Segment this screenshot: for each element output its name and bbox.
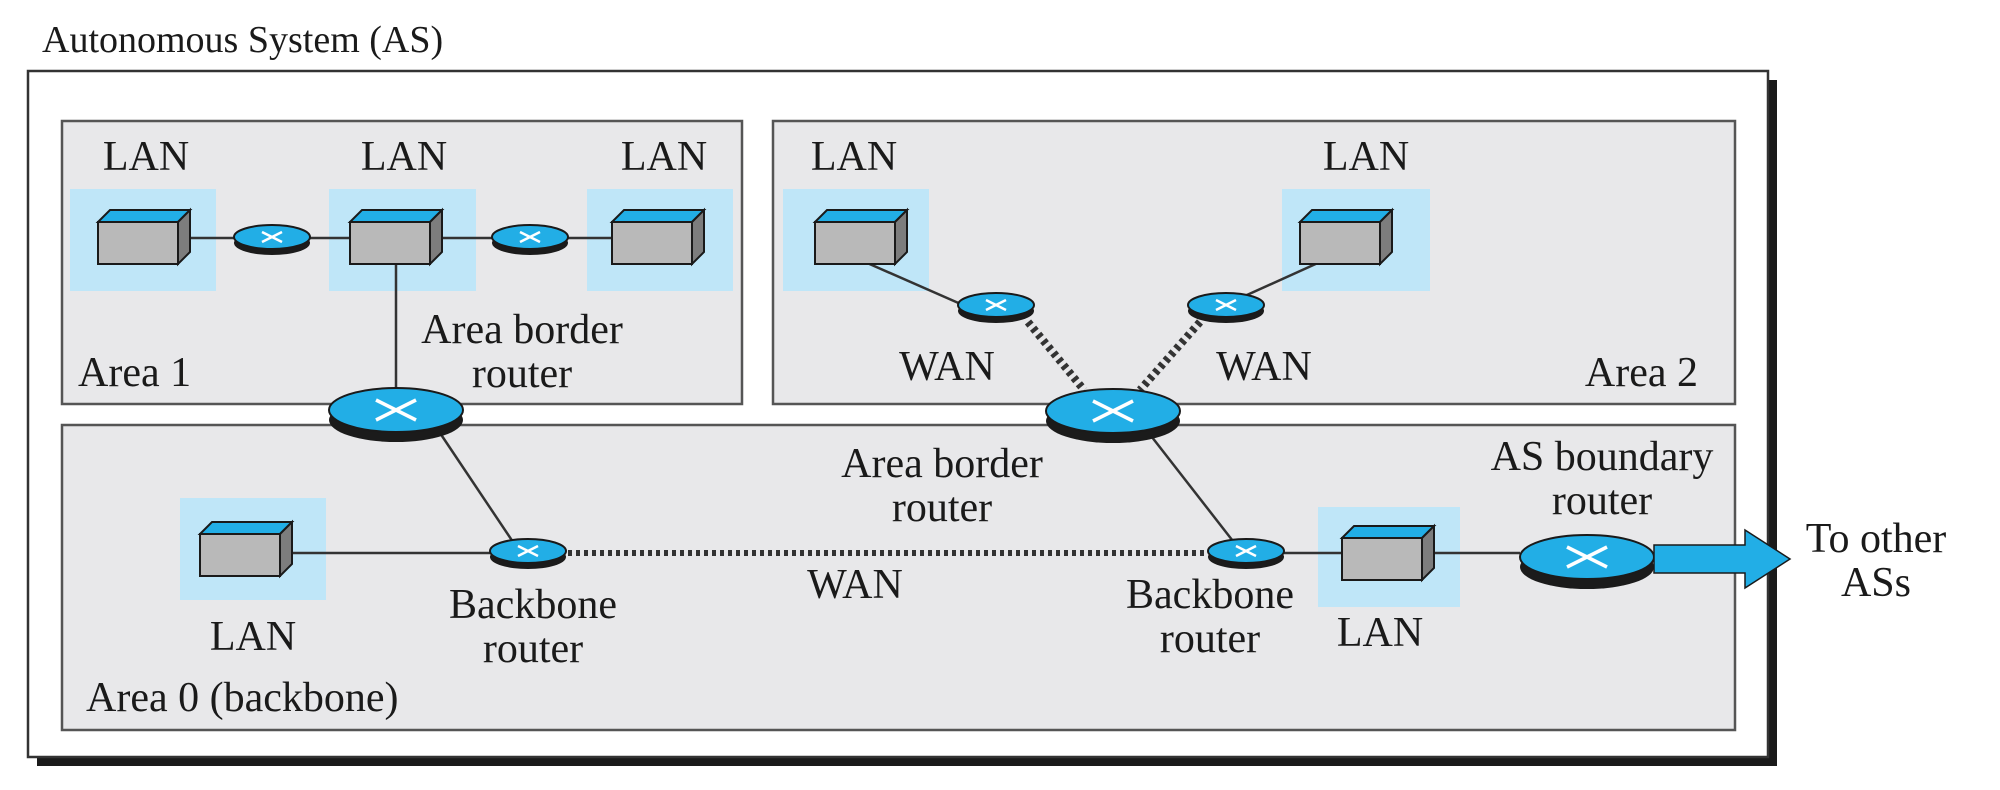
area-border-router-area2 xyxy=(1044,387,1182,445)
backbone-router-right xyxy=(1206,537,1286,571)
lan-label-a1-left: LAN xyxy=(103,134,189,180)
as-boundary-router xyxy=(1518,533,1656,591)
area-border-router-label-2-line2: router xyxy=(892,485,992,531)
lan-device-a0-left xyxy=(199,521,293,577)
as-boundary-router-label-line2: router xyxy=(1552,478,1652,524)
lan-device-a0-right xyxy=(1341,525,1435,581)
area-border-router-label-1-line1: Area border xyxy=(421,307,623,353)
lan-device-a1-left xyxy=(97,209,191,265)
router-a2-wan-right xyxy=(1186,291,1266,325)
backbone-router-label-right-line2: router xyxy=(1160,616,1260,662)
to-other-ass-label-line2: ASs xyxy=(1841,560,1911,606)
backbone-router-left xyxy=(488,537,568,571)
to-other-ass-arrow xyxy=(1653,528,1792,590)
router-a1-right xyxy=(490,223,570,257)
solid-links xyxy=(190,236,1520,555)
lan-label-a2-right: LAN xyxy=(1323,134,1409,180)
as-boundary-router-label-line1: AS boundary xyxy=(1491,434,1714,480)
lan-label-a0-right: LAN xyxy=(1337,610,1423,656)
backbone-router-label-left-line2: router xyxy=(483,626,583,672)
area-border-router-area1 xyxy=(327,386,465,444)
backbone-router-label-right-line1: Backbone xyxy=(1126,572,1294,618)
lan-label-a1-right: LAN xyxy=(621,134,707,180)
area-2-label: Area 2 xyxy=(1585,350,1698,396)
lan-device-a2-right xyxy=(1299,209,1393,265)
lan-label-a0-left: LAN xyxy=(210,614,296,660)
router-a2-wan-left xyxy=(956,291,1036,325)
backbone-router-label-left-line1: Backbone xyxy=(449,582,617,628)
wan-label-a2-right: WAN xyxy=(1216,344,1312,390)
wan-links xyxy=(568,319,1208,556)
wan-label-backbone: WAN xyxy=(807,562,903,608)
area-0-label: Area 0 (backbone) xyxy=(86,675,399,721)
lan-label-a1-mid: LAN xyxy=(361,134,447,180)
area-border-router-label-2-line1: Area border xyxy=(841,441,1043,487)
lan-device-a1-mid xyxy=(349,209,443,265)
area-border-router-label-1-line2: router xyxy=(472,351,572,397)
lan-device-a1-right xyxy=(611,209,705,265)
router-a1-left xyxy=(232,223,312,257)
area-1-label: Area 1 xyxy=(78,350,191,396)
to-other-ass-label-line1: To other xyxy=(1806,516,1947,562)
area-2-box xyxy=(771,119,1737,406)
lan-device-a2-left xyxy=(814,209,908,265)
lan-label-a2-left: LAN xyxy=(811,134,897,180)
as-title: Autonomous System (AS) xyxy=(42,19,443,61)
wan-label-a2-left: WAN xyxy=(899,344,995,390)
